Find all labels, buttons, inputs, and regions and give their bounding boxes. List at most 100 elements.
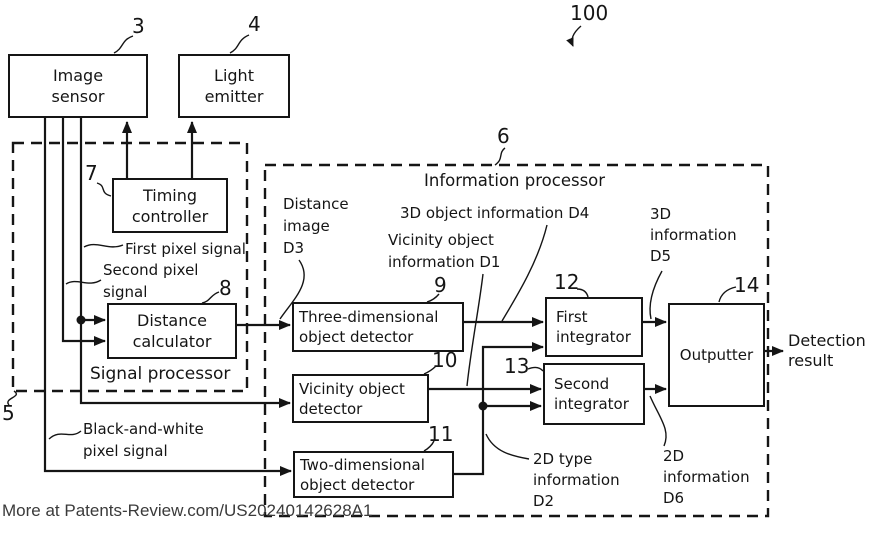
first-pixel-signal-line <box>79 118 291 408</box>
light-emitter-label2: emitter <box>204 87 264 106</box>
signal-processor-title: Signal processor <box>90 364 231 384</box>
first-integrator-box: First integrator <box>545 297 643 357</box>
image-sensor-box: Image sensor <box>8 54 148 118</box>
info-3d-text2: information <box>650 226 737 244</box>
d1-label-leader <box>466 273 484 387</box>
second-pixel-signal-line <box>61 118 106 346</box>
second-pixel-signal-text: Second pixel <box>103 261 199 279</box>
distance-image-text2: image <box>283 217 330 235</box>
ref-10: 10 <box>432 348 458 372</box>
three-dimensional-detector-label2: object detector <box>299 328 414 346</box>
vicinity-detector-box: Vicinity object detector <box>292 374 429 423</box>
first-pixel-signal-text: First pixel signal <box>125 240 246 258</box>
type-info-2d-text3: D2 <box>533 492 555 510</box>
info-2d-d6-label: 2D information D6 <box>663 446 750 509</box>
ref7-leader <box>96 182 112 197</box>
two-dimensional-detector-label: Two-dimensional <box>300 455 425 474</box>
outputter-label: Outputter <box>679 346 754 364</box>
ref-9: 9 <box>434 273 447 297</box>
second-integrator-label: Second <box>554 375 610 393</box>
light-emitter-label: Light <box>214 66 254 85</box>
vicinity-info-text2: information D1 <box>388 253 501 271</box>
image-sensor-label: Image <box>52 66 104 85</box>
object-info-3d-text: 3D object information D4 <box>400 204 590 222</box>
ref4-leader <box>229 34 250 54</box>
ref8-leader <box>201 291 220 304</box>
detection-result-text: Detection <box>788 331 866 350</box>
ref11-leader <box>423 440 435 452</box>
ref-3: 3 <box>132 14 145 38</box>
detection-result-text2: result <box>788 351 834 370</box>
vicinity-detector-label: Vicinity object <box>299 379 405 398</box>
outputter-box: Outputter <box>668 303 765 407</box>
info-3d-d5-label: 3D information D5 <box>650 204 737 267</box>
timing-controller-label2: controller <box>131 206 209 226</box>
first-pixel-signal-label: First pixel signal <box>125 238 246 260</box>
object-info-3d-d4-label: 3D object information D4 <box>400 202 589 224</box>
detection-result-label: Detection result <box>788 331 866 371</box>
ref-5: 5 <box>2 401 15 425</box>
info-2d-text: 2D <box>663 447 685 465</box>
black-white-pixel-signal-line <box>43 118 292 476</box>
ref9-leader <box>426 293 440 303</box>
type-info-2d-text: 2D type <box>533 450 593 468</box>
black-white-pixel-signal-label: Black-and-white pixel signal <box>83 418 204 462</box>
ref-100: 100 <box>570 1 609 25</box>
info-2d-text2: information <box>663 468 750 486</box>
second-integrator-label2: integrator <box>554 395 629 413</box>
second-integrator-box: Second integrator <box>543 363 645 425</box>
ref-13: 13 <box>504 354 530 378</box>
d2-label-leader <box>485 433 530 460</box>
information-processor-title: Information processor <box>424 171 606 190</box>
ref5-leader <box>7 390 17 406</box>
black-white-text2: pixel signal <box>83 442 168 460</box>
light-emitter-box: Light emitter <box>178 54 290 118</box>
ref6-leader <box>494 147 506 166</box>
second-pixel-label-leader <box>65 279 102 285</box>
type-info-2d-text2: information <box>533 471 620 489</box>
junction-dot-2d-type <box>478 401 488 411</box>
info-3d-text3: D5 <box>650 247 672 265</box>
distance-image-d3-label: Distance image D3 <box>283 193 349 259</box>
two-dimensional-detector-label2: object detector <box>300 475 415 494</box>
image-sensor-label2: sensor <box>51 87 105 106</box>
black-white-text: Black-and-white <box>83 420 204 438</box>
two-dimensional-detector-box: Two-dimensional object detector <box>293 451 454 498</box>
black-white-label-leader <box>48 430 82 440</box>
distance-calculator-label2: calculator <box>132 332 212 351</box>
d5-label-leader <box>649 270 663 320</box>
second-pixel-signal-text2: signal <box>103 283 148 301</box>
ref-14: 14 <box>734 273 760 297</box>
watermark-text: More at Patents-Review.com/US20240142628… <box>2 501 373 520</box>
timing-controller-box: Timing controller <box>112 178 228 233</box>
information-processor-dashed-box <box>263 163 770 518</box>
first-integrator-label2: integrator <box>556 328 631 346</box>
ref-8: 8 <box>219 276 232 300</box>
ref-12: 12 <box>554 270 580 294</box>
ref-11: 11 <box>428 422 454 446</box>
ref13-leader <box>527 366 544 372</box>
2d-type-info-line <box>454 342 544 476</box>
ref3-leader <box>113 35 134 54</box>
ref-7: 7 <box>85 161 98 185</box>
three-dimensional-detector-box: Three-dimensional object detector <box>292 302 464 352</box>
ref-4: 4 <box>248 12 261 36</box>
timing-controller-label: Timing <box>142 185 198 205</box>
junction-dot-first-pixel <box>76 315 86 325</box>
first-integrator-label: First <box>556 308 588 326</box>
second-pixel-signal-label: Second pixel signal <box>103 259 198 303</box>
vicinity-detector-label2: detector <box>299 399 363 418</box>
d3-label-leader <box>279 259 305 320</box>
ref12-leader <box>576 288 589 298</box>
info-2d-text3: D6 <box>663 489 685 507</box>
signal-processor-dashed-box <box>11 141 249 393</box>
ref-6: 6 <box>497 124 510 148</box>
distance-image-text3: D3 <box>283 239 305 257</box>
three-dimensional-detector-label: Three-dimensional <box>299 308 439 326</box>
vicinity-info-text: Vicinity object <box>388 231 494 249</box>
d6-label-leader <box>649 395 667 447</box>
distance-calculator-label: Distance <box>137 311 207 330</box>
vicinity-info-d1-label: Vicinity object information D1 <box>388 229 500 273</box>
d4-label-leader <box>501 224 548 322</box>
ref100-pointer-arrow <box>566 25 582 47</box>
